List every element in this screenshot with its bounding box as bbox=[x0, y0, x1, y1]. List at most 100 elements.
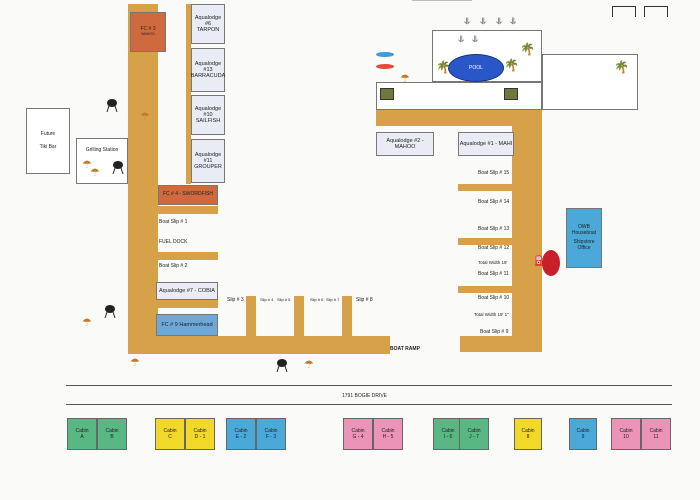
right-finger-1 bbox=[458, 184, 514, 191]
grill-icon bbox=[276, 359, 288, 372]
kayak-icon bbox=[376, 64, 394, 69]
picnic-table-icon bbox=[644, 6, 668, 17]
storage-box-icon bbox=[504, 88, 518, 100]
cabin-name: Cabin bbox=[649, 427, 663, 434]
houseboat-l2: Houseboat bbox=[571, 229, 597, 236]
umbrella-icon: ☂ bbox=[82, 159, 92, 171]
cabin-name: Cabin bbox=[193, 427, 207, 434]
fc-wahoo[interactable]: FC # 3 WAHOO bbox=[130, 12, 166, 52]
fc-hammerhead[interactable]: FC # 9 Hammerhead bbox=[156, 314, 218, 336]
lodge-grouper-l3: GROUPER bbox=[194, 164, 222, 171]
lounge-chair-icon: ⥥ bbox=[480, 16, 487, 26]
cabin-id: E - 2 bbox=[235, 434, 247, 440]
lodge-barracuda-l1: Aqualodge bbox=[194, 60, 222, 67]
cabin-name: Cabin bbox=[381, 427, 395, 434]
right-slip-label: Boat Slip # 10 bbox=[478, 295, 510, 301]
bottom-slip-label: Slip # 3 bbox=[227, 297, 244, 303]
fc-swordfish[interactable]: FC # 4 - SWORDFISH bbox=[158, 185, 218, 205]
lodge-barracuda-l2: #13 bbox=[203, 66, 213, 73]
fuel-station-marker[interactable] bbox=[542, 250, 560, 276]
road-top-line bbox=[66, 385, 672, 386]
lounge-chair-icon: ⥥ bbox=[464, 16, 471, 26]
lodge-barracuda-l3: BARRACUDA bbox=[190, 73, 226, 80]
right-slip-label: Boat Slip # 12 bbox=[478, 245, 510, 251]
pool[interactable]: POOL bbox=[448, 54, 504, 82]
bottom-slip-label: Slip # 6 bbox=[310, 297, 324, 302]
right-slip-label: Boat Slip # 14 bbox=[478, 199, 510, 205]
cabin-name: Cabin bbox=[467, 427, 481, 434]
lodge-mahi-label: Aqualodge #1 - MAHI bbox=[459, 140, 513, 147]
slip-finger-b bbox=[294, 296, 304, 338]
lodge-sailfish-l2: #10 bbox=[203, 111, 213, 118]
lodge-mahi[interactable]: Aqualodge #1 - MAHI bbox=[458, 132, 514, 156]
cabin-id: 8 bbox=[526, 434, 530, 440]
future-tiki-l2: Tiki Bar bbox=[39, 144, 57, 150]
lodge-sailfish-l3: SAILFISH bbox=[195, 118, 221, 125]
slip-finger-c bbox=[342, 296, 352, 338]
future-tiki-bar[interactable]: Future Tiki Bar bbox=[26, 108, 70, 174]
fc-wahoo-line2: WAHOO bbox=[141, 31, 155, 36]
future-tiki-l1: Future bbox=[40, 130, 56, 137]
total-width-label: Total Width 19' 1" bbox=[474, 312, 509, 317]
main-dock-vertical bbox=[128, 4, 158, 354]
fc-wahoo-line1: FC # 3 bbox=[140, 26, 156, 33]
owb-houseboat[interactable]: OWB Houseboat Shipstore Office bbox=[566, 208, 602, 268]
fuel-pump-icon: ⛽ bbox=[534, 256, 547, 267]
lodge-grouper[interactable]: Aqualodge #11 GROUPER bbox=[191, 139, 225, 183]
lodge-tarpon-l1: Aqualodge bbox=[194, 14, 222, 21]
palm-tree-icon: 🌴 bbox=[520, 42, 535, 56]
houseboat-l3: Shipstore bbox=[573, 239, 595, 245]
cabin-name: Cabin bbox=[619, 427, 633, 434]
right-dock-top bbox=[376, 110, 542, 126]
right-finger-3 bbox=[458, 286, 514, 293]
grill-icon bbox=[106, 99, 118, 112]
lodge-grouper-l2: #11 bbox=[203, 157, 213, 164]
umbrella-icon: ☂ bbox=[140, 111, 150, 123]
lounge-chair-icon: ⥥ bbox=[496, 16, 503, 26]
lounge-chair-icon: ⥥ bbox=[510, 16, 517, 26]
lodge-tarpon[interactable]: Aqualodge #6 TARPON bbox=[191, 4, 225, 44]
bottom-slip-label: Slip # 5 bbox=[277, 297, 291, 302]
lodge-barracuda[interactable]: Aqualodge #13 BARRACUDA bbox=[191, 48, 225, 92]
lodge-cobia[interactable]: Aqualodge #7 - COBIA bbox=[156, 282, 218, 300]
right-slip-label: Boat Slip # 11 bbox=[478, 271, 509, 277]
lodge-sailfish[interactable]: Aqualodge #10 SAILFISH bbox=[191, 95, 225, 135]
cabin-id: I - 6 bbox=[443, 434, 453, 440]
right-slip-label: Boat Slip # 9 bbox=[480, 329, 509, 335]
kayak-icon bbox=[376, 52, 394, 57]
right-dock-bottom bbox=[460, 336, 542, 352]
fc-hammerhead-label: FC # 9 Hammerhead bbox=[161, 321, 213, 328]
main-dock-bottom bbox=[128, 336, 390, 354]
pool-deck-right bbox=[542, 54, 638, 110]
lodge-walkway bbox=[186, 4, 191, 184]
cabin-name: Cabin bbox=[163, 427, 177, 434]
lodge-cobia-label: Aqualodge #7 - COBIA bbox=[159, 287, 215, 294]
lodge-mahoo[interactable]: Aqualodge #2 - MAHOO bbox=[376, 132, 434, 156]
bottom-slip-label: Slip # 4 bbox=[260, 297, 274, 302]
right-slip-label: Boat Slip # 15 bbox=[478, 170, 510, 176]
cabin-name: Cabin bbox=[234, 427, 248, 434]
road-label: 1791 BOGIE DRIVE bbox=[342, 393, 388, 399]
grilling-station[interactable]: Grilling Station bbox=[76, 138, 128, 184]
grill-icon bbox=[112, 161, 124, 174]
bottom-slip-label: Slip # 7 bbox=[326, 297, 340, 302]
boat-ramp-label: BOAT RAMP bbox=[390, 346, 420, 352]
slip-finger-a bbox=[246, 296, 256, 338]
umbrella-icon: ☂ bbox=[400, 73, 410, 85]
cabin-id: B bbox=[110, 434, 114, 440]
